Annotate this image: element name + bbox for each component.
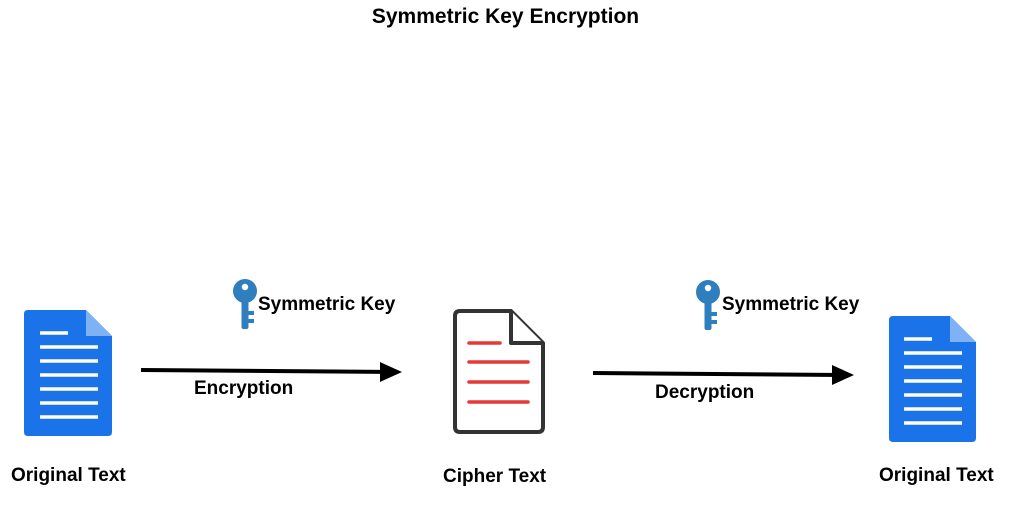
decryption-label: Decryption [655, 382, 755, 403]
original-document-left-icon [24, 310, 112, 436]
cipher-document-icon [453, 309, 545, 434]
original-text-left-label: Original Text [11, 465, 126, 486]
encryption-label: Encryption [194, 378, 294, 399]
decryption-arrow [592, 365, 854, 385]
original-text-right-label: Original Text [879, 465, 994, 486]
symmetric-key-encrypt-icon [233, 279, 257, 329]
symmetric-key-decrypt-icon [696, 280, 720, 330]
diagram-title: Symmetric Key Encryption [371, 5, 640, 28]
encrypt-key-label: Symmetric Key [258, 294, 396, 315]
original-document-right-icon [889, 316, 976, 442]
cipher-text-label: Cipher Text [443, 466, 547, 487]
decrypt-key-label: Symmetric Key [722, 294, 860, 315]
encryption-arrow [140, 362, 402, 382]
